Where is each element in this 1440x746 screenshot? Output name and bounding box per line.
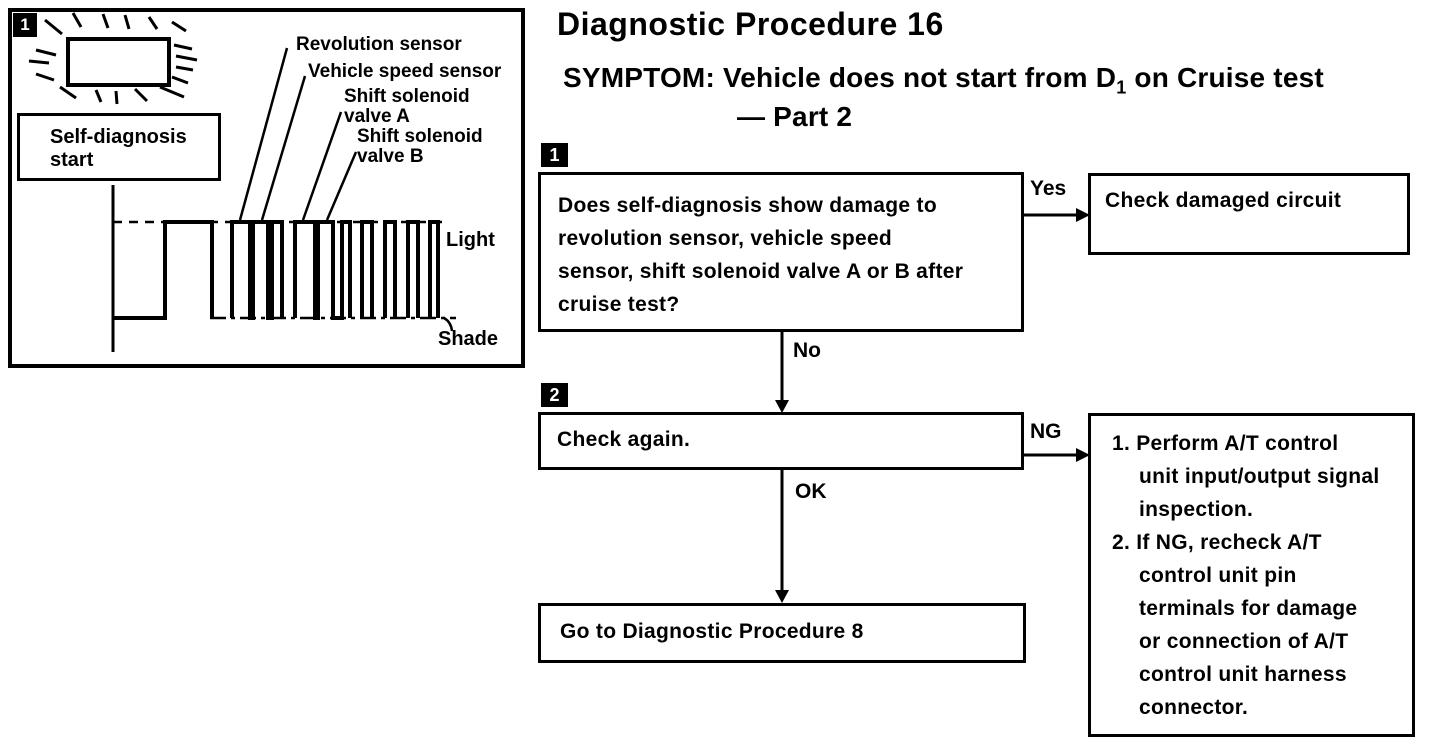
figure-step-badge: 1 bbox=[13, 13, 37, 37]
flow-box-question: Does self-diagnosis show damage to revol… bbox=[538, 172, 1024, 332]
ng-action-line: control unit pin bbox=[1139, 564, 1297, 587]
ok-label: OK bbox=[795, 480, 827, 503]
question-line: Does self-diagnosis show damage to bbox=[558, 194, 937, 217]
label-revolution-sensor: Revolution sensor bbox=[296, 34, 462, 55]
yes-label: Yes bbox=[1030, 177, 1067, 200]
no-label: No bbox=[793, 339, 821, 362]
label-vehicle-speed-sensor: Vehicle speed sensor bbox=[308, 61, 502, 82]
symptom-subscript: 1 bbox=[1116, 77, 1127, 98]
flow-box-check-again: Check again. bbox=[538, 412, 1024, 470]
flashing-lamp-icon bbox=[66, 37, 171, 87]
ng-action-line: or connection of A/T bbox=[1139, 630, 1349, 653]
ng-action-line: inspection. bbox=[1139, 498, 1254, 521]
flow-box-goto-procedure: Go to Diagnostic Procedure 8 bbox=[538, 603, 1026, 663]
label-light: Light bbox=[446, 229, 495, 251]
ng-label: NG bbox=[1030, 420, 1062, 443]
flow-step2-badge: 2 bbox=[541, 383, 568, 407]
check-again-text: Check again. bbox=[557, 428, 691, 451]
ng-action-line: connector. bbox=[1139, 696, 1249, 719]
goto-procedure-text: Go to Diagnostic Procedure 8 bbox=[560, 620, 864, 643]
ng-action-line: terminals for damage bbox=[1139, 597, 1358, 620]
ng-action-line: control unit harness bbox=[1139, 663, 1347, 686]
self-diagnosis-start-label: Self-diagnosis start bbox=[50, 126, 187, 171]
symptom-line: SYMPTOM: Vehicle does not start from D1 … bbox=[563, 62, 1324, 97]
flow-box-check-damaged-circuit: Check damaged circuit bbox=[1088, 173, 1410, 255]
flow-box-ng-actions: 1. Perform A/T control unit input/output… bbox=[1088, 413, 1415, 737]
ng-action-line: unit input/output signal bbox=[1139, 465, 1380, 488]
check-damaged-circuit-text: Check damaged circuit bbox=[1105, 189, 1342, 212]
symptom-text-prefix: SYMPTOM: Vehicle does not start from D bbox=[563, 62, 1117, 93]
question-line: cruise test? bbox=[558, 293, 680, 316]
label-shift-solenoid-valve-b: Shift solenoid valve B bbox=[357, 126, 483, 167]
page-title: Diagnostic Procedure 16 bbox=[557, 6, 944, 42]
ng-action-line: 1. Perform A/T control bbox=[1112, 432, 1339, 455]
self-diagnosis-start-box: Self-diagnosis start bbox=[17, 113, 221, 181]
symptom-line2: — Part 2 bbox=[737, 101, 853, 132]
flow-step1-badge: 1 bbox=[541, 143, 568, 167]
label-shade: Shade bbox=[438, 328, 499, 350]
question-line: sensor, shift solenoid valve A or B afte… bbox=[558, 260, 964, 283]
ng-action-line: 2. If NG, recheck A/T bbox=[1112, 531, 1322, 554]
ok-arrowhead-icon bbox=[775, 590, 789, 603]
question-line: revolution sensor, vehicle speed bbox=[558, 227, 893, 250]
symptom-text-suffix: on Cruise test bbox=[1126, 62, 1324, 93]
label-shift-solenoid-valve-a: Shift solenoid valve A bbox=[344, 86, 470, 127]
